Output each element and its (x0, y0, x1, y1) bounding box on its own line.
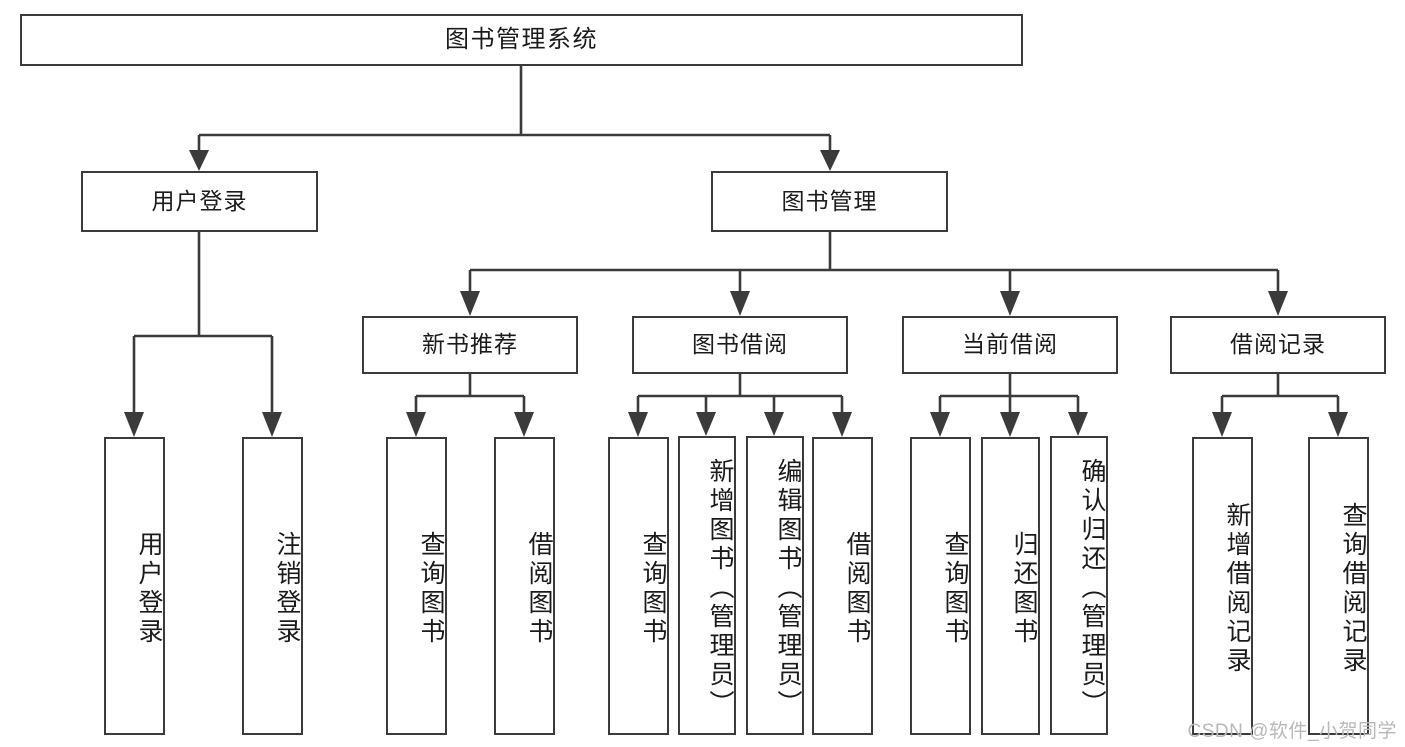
leaf-query-record[interactable]: 查询借阅记录 (1308, 437, 1369, 735)
arrow-bb-b (696, 412, 716, 436)
arrow-bm-to-borrow-record (1268, 291, 1288, 316)
leaf-query-book-3[interactable]: 查询图书 (910, 437, 971, 735)
leaf-add-record[interactable]: 新增借阅记录 (1192, 437, 1253, 735)
node-current-borrow[interactable]: 当前借阅 (902, 316, 1118, 374)
arrow-cb-b (1000, 412, 1020, 437)
leaf-borrow-book-1[interactable]: 借阅图书 (494, 437, 555, 735)
arrow-cb-a (930, 412, 950, 437)
arrow-br-a (1212, 412, 1232, 437)
leaf-return-book-label: 归还图书 (1010, 531, 1038, 647)
leaf-add-book-label: 新增图书（管理员） (706, 458, 734, 719)
leaf-add-record-label: 新增借阅记录 (1223, 502, 1251, 676)
leaf-return-book[interactable]: 归还图书 (981, 437, 1040, 735)
leaf-logout-login[interactable]: 注销登录 (242, 437, 303, 735)
leaf-edit-book-label: 编辑图书（管理员） (774, 458, 802, 719)
leaf-query-book-2[interactable]: 查询图书 (608, 437, 669, 735)
node-new-book-recommend[interactable]: 新书推荐 (362, 316, 578, 374)
arrow-bb-a (628, 412, 648, 437)
arrow-root-to-book-manage (820, 150, 840, 171)
node-book-manage[interactable]: 图书管理 (711, 171, 948, 232)
arrow-bb-c (764, 412, 784, 436)
arrow-bm-to-book-borrow (730, 291, 750, 316)
node-root-system[interactable]: 图书管理系统 (20, 14, 1023, 66)
leaf-borrow-book-2[interactable]: 借阅图书 (812, 437, 873, 735)
node-book-borrow[interactable]: 图书借阅 (632, 316, 848, 374)
leaf-query-book-3-label: 查询图书 (941, 531, 969, 647)
leaf-edit-book[interactable]: 编辑图书（管理员） (746, 436, 804, 735)
arrow-nbr-b (514, 412, 534, 437)
leaf-user-login[interactable]: 用户登录 (104, 437, 165, 735)
leaf-add-book[interactable]: 新增图书（管理员） (678, 436, 736, 735)
leaf-borrow-book-1-label: 借阅图书 (525, 531, 553, 647)
arrow-nbr-a (406, 412, 426, 437)
arrow-bm-to-new-book (460, 291, 480, 316)
leaf-query-record-label: 查询借阅记录 (1339, 502, 1367, 676)
leaf-query-book-1-label: 查询图书 (417, 531, 445, 647)
arrow-br-b (1328, 412, 1348, 437)
node-borrow-record[interactable]: 借阅记录 (1170, 316, 1386, 374)
csdn-watermark: CSDN @软件_小贺同学 (1187, 721, 1397, 742)
leaf-query-book-1[interactable]: 查询图书 (386, 437, 447, 735)
arrow-user-login-b (262, 412, 282, 437)
leaf-confirm-return[interactable]: 确认归还（管理员） (1050, 436, 1108, 735)
leaf-user-login-label: 用户登录 (135, 531, 163, 647)
arrow-cb-c (1068, 412, 1088, 436)
leaf-logout-login-label: 注销登录 (273, 531, 301, 647)
arrow-user-login-a (124, 412, 144, 437)
arrow-root-to-user-login (189, 150, 209, 171)
arrow-bm-to-current-borrow (1000, 291, 1020, 316)
leaf-borrow-book-2-label: 借阅图书 (843, 531, 871, 647)
node-user-login[interactable]: 用户登录 (81, 171, 318, 232)
leaf-confirm-return-label: 确认归还（管理员） (1078, 458, 1106, 719)
leaf-query-book-2-label: 查询图书 (639, 531, 667, 647)
arrow-bb-d (832, 412, 852, 437)
